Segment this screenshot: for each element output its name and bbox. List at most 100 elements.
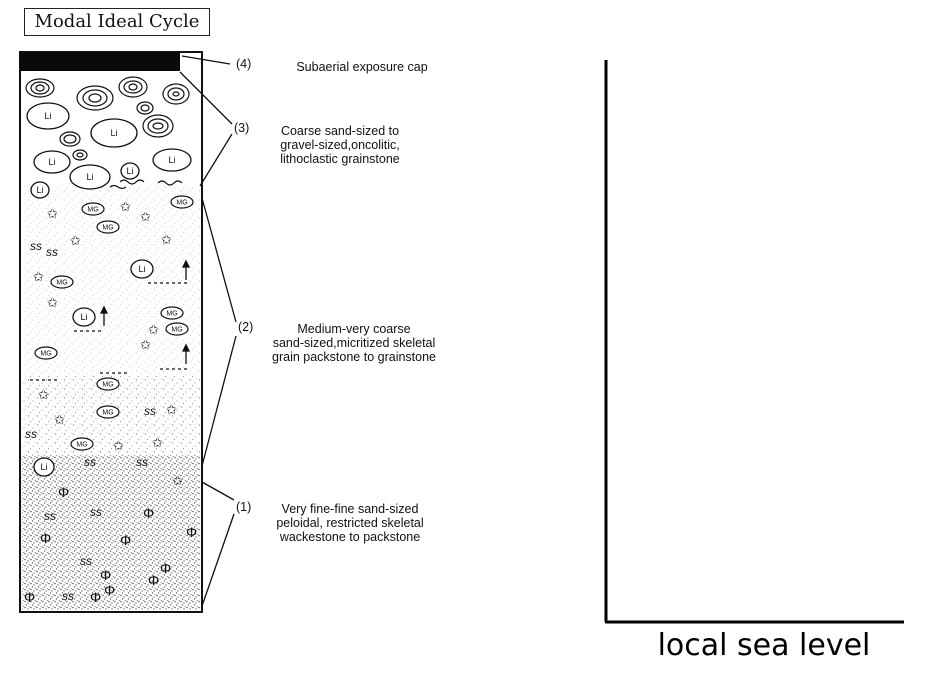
wackestone-texture [22, 455, 200, 610]
micritized-grain-icon [160, 306, 184, 320]
unit-1-number: (1) [236, 500, 252, 514]
lithoclast-symbol: Li [110, 128, 117, 138]
burrow-icon: ss [44, 509, 56, 523]
leader-line-1-bottom [201, 513, 235, 607]
micritized-grain-symbol: MG [40, 350, 51, 357]
leader-line-3-bottom [199, 133, 233, 187]
leader-lines [179, 55, 237, 607]
lithoclast-symbol: Li [36, 185, 43, 195]
unit-4-label: Subaerial exposure cap [262, 60, 462, 74]
unit-3-line: lithoclastic grainstone [280, 152, 400, 166]
lithoclast-icon [33, 457, 55, 477]
skeletal-fragment-group: ✩ ✩ ✩ ✩ ✩ ✩ ✩ ✩ ✩ ✩ ✩ ✩ ✩ ✩ ✩ [33, 199, 183, 488]
lithoclast-symbol: Li [86, 172, 93, 182]
arrow-up-icon [181, 259, 191, 280]
micritized-grain-icon [50, 275, 74, 289]
upward-arrow-group [99, 259, 191, 364]
micritized-grain-symbol: MG [87, 206, 98, 213]
sea-level-axis [604, 60, 904, 624]
micritized-grain-icon [81, 202, 105, 216]
lithoclast-symbol: Li [80, 312, 87, 322]
unit-1-line: peloidal, restricted skeletal [276, 516, 424, 530]
sea-level-axis-label: local sea level [657, 628, 871, 663]
peloid-icon: Φ [143, 505, 154, 521]
burrow-icon: ss [144, 404, 156, 418]
oncoid-icon [76, 85, 114, 111]
micritized-grain-symbol: MG [56, 279, 67, 286]
arrow-up-icon [181, 343, 191, 364]
burrow-icon: ss [80, 554, 92, 568]
unit-2-number: (2) [238, 320, 254, 334]
peloid-icon: Φ [148, 572, 159, 588]
peloid-icon: Φ [120, 532, 131, 548]
lithoclast-icon [152, 148, 192, 172]
oncoid-icon [72, 149, 88, 161]
skeletal-fragment-icon: ✩ [33, 269, 44, 284]
lithoclast-symbol: Li [168, 155, 175, 165]
lithoclast-icon [33, 150, 71, 174]
skeletal-fragment-icon: ✩ [152, 435, 163, 450]
oncoid-icon [25, 78, 55, 98]
unit-2-line: Medium-very coarse [297, 322, 411, 336]
peloid-group: Φ Φ Φ Φ Φ Φ Φ Φ Φ Φ Φ [24, 484, 197, 605]
skeletal-fragment-icon: ✩ [140, 337, 151, 352]
unit-2-label: Medium-very coarse sand-sized,micritized… [254, 322, 454, 364]
exposure-cap-layer [20, 52, 180, 71]
erosion-surface [119, 179, 145, 185]
erosion-surface-group [109, 179, 183, 190]
peloid-icon: Φ [40, 530, 51, 546]
unit-1-label: Very fine-fine sand-sized peloidal, rest… [260, 502, 440, 544]
lithoclast-symbol: Li [48, 157, 55, 167]
peloid-icon: Φ [58, 484, 69, 500]
micritized-grain-symbol: MG [102, 381, 113, 388]
skeletal-fragment-icon: ✩ [148, 322, 159, 337]
unit-3-label: Coarse sand-sized to gravel-sized,oncoli… [262, 124, 418, 166]
burrow-icon: ss [84, 455, 96, 469]
skeletal-fragment-icon: ✩ [140, 209, 151, 224]
micritized-grain-symbol: MG [102, 409, 113, 416]
micritized-grain-symbol: MG [102, 224, 113, 231]
peloid-icon: Φ [90, 589, 101, 605]
micritized-grain-icon [70, 437, 94, 451]
skeletal-fragment-icon: ✩ [47, 206, 58, 221]
leader-line-2-bottom [201, 335, 237, 467]
unit-3-number: (3) [234, 121, 250, 135]
skeletal-fragment-icon: ✩ [38, 387, 49, 402]
skeletal-fragment-icon: ✩ [47, 295, 58, 310]
lithoclast-symbol: Li [44, 111, 51, 121]
lithoclast-icon [30, 181, 50, 199]
leader-line-3-top [179, 71, 233, 125]
micritized-grain-icon [170, 195, 194, 209]
oncoid-icon [118, 76, 148, 98]
lithoclast-icon [90, 118, 138, 148]
micritized-grain-symbol: MG [166, 310, 177, 317]
erosion-surface [157, 180, 183, 186]
micritized-grain-icon [96, 377, 120, 391]
dashed-surface-group [30, 282, 188, 381]
burrow-icon: ss [46, 245, 58, 259]
burrow-icon: ss [62, 589, 74, 603]
peloid-icon: Φ [24, 589, 35, 605]
micritized-grain-symbol: MG [76, 441, 87, 448]
skeletal-fragment-icon: ✩ [172, 473, 183, 488]
burrow-group: ss ss ss ss ss ss ss ss ss ss [25, 239, 156, 603]
leader-line-4 [181, 55, 231, 65]
arrow-up-icon [99, 305, 109, 326]
unit-4-number: (4) [236, 57, 252, 71]
lithoclast-symbol: Li [138, 264, 145, 274]
burrow-icon: ss [25, 427, 37, 441]
lithoclast-symbol: Li [126, 166, 133, 176]
peloid-icon: Φ [104, 582, 115, 598]
burrow-icon: ss [136, 455, 148, 469]
unit-4-line: Subaerial exposure cap [296, 60, 428, 74]
skeletal-fragment-icon: ✩ [70, 233, 81, 248]
peloid-icon: Φ [186, 524, 197, 540]
lithoclast-icon [120, 162, 140, 180]
erosion-surface [109, 184, 127, 190]
micritized-grain-icon [96, 220, 120, 234]
oncoid-icon [162, 83, 190, 105]
peloid-icon: Φ [160, 560, 171, 576]
